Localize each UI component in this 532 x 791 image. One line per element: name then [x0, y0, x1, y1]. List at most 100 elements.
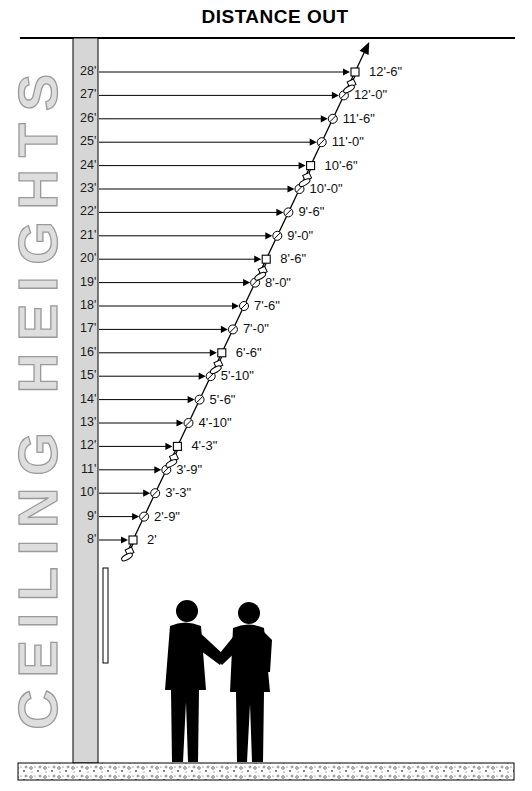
- arrowhead: [154, 466, 161, 473]
- arrowhead: [254, 256, 261, 263]
- mount-point: [195, 395, 204, 404]
- height-leader: [99, 165, 300, 166]
- ceiling-height-label: 23': [80, 182, 96, 196]
- ceiling-height-label: 27': [80, 88, 96, 102]
- fixture-mount: [307, 162, 315, 170]
- distance-label: 9'-6": [298, 205, 324, 219]
- mount-point: [317, 138, 326, 147]
- distance-label: 4'-3": [191, 439, 217, 453]
- arrowhead: [276, 209, 283, 216]
- arrowhead: [321, 115, 328, 122]
- arrowhead: [121, 536, 128, 543]
- height-arrow: [99, 256, 261, 263]
- height-leader: [99, 306, 233, 307]
- light-fixture: [121, 536, 137, 562]
- height-leader: [99, 469, 155, 470]
- height-leader: [99, 493, 144, 494]
- height-arrow: [99, 115, 328, 122]
- height-leader: [99, 95, 333, 96]
- distance-label: 9'-0": [287, 229, 313, 243]
- arrowhead: [288, 185, 295, 192]
- arrowhead: [299, 162, 306, 169]
- height-leader: [99, 142, 311, 143]
- door: [103, 568, 108, 663]
- height-arrow: [99, 490, 150, 497]
- ceiling-height-label: 22': [80, 205, 96, 219]
- height-arrow: [99, 466, 161, 473]
- mount-point: [151, 489, 160, 498]
- height-leader: [99, 516, 133, 517]
- fixture-mount: [173, 442, 181, 450]
- height-leader: [99, 212, 277, 213]
- person-head: [176, 600, 198, 622]
- fixture-lens: [298, 177, 311, 188]
- height-leader: [99, 118, 322, 119]
- mount-point: [273, 231, 282, 240]
- ceiling-height-label: 24': [80, 159, 96, 173]
- height-arrow: [99, 68, 350, 75]
- distance-label: 10'-0": [310, 182, 343, 196]
- height-arrow: [99, 139, 317, 146]
- height-leader: [99, 446, 166, 447]
- ceiling-height-label: 26': [80, 112, 96, 126]
- distance-label: 8'-0": [265, 276, 291, 290]
- ceiling-height-label: 20': [80, 252, 96, 266]
- distance-label: 12'-0": [354, 88, 387, 102]
- distance-label: 5'-10": [221, 369, 254, 383]
- distance-label: 5'-6": [210, 393, 236, 407]
- height-leader: [99, 259, 255, 260]
- height-arrow: [99, 279, 250, 286]
- arrowhead: [232, 302, 239, 309]
- ceiling-height-label: 17': [80, 322, 96, 336]
- fixture-lens: [254, 271, 267, 282]
- wall: [73, 38, 98, 763]
- fixture-mount: [262, 255, 270, 263]
- height-arrow: [99, 92, 339, 99]
- ceiling-height-label: 18': [80, 299, 96, 313]
- height-arrow: [99, 373, 206, 380]
- mount-point-slash: [186, 420, 192, 426]
- fixture-mount: [129, 536, 137, 544]
- fixture-mount: [218, 349, 226, 357]
- height-arrow: [99, 302, 239, 309]
- mount-point: [228, 325, 237, 334]
- arrowhead: [265, 232, 272, 239]
- distance-label: 3'-9": [176, 463, 202, 477]
- ceiling-height-label: 21': [80, 229, 96, 243]
- height-leader: [99, 399, 189, 400]
- mount-point: [284, 208, 293, 217]
- arrowhead: [165, 443, 172, 450]
- axis-title: CEILING HEIGHTS: [10, 62, 66, 730]
- distance-label: 3'-3": [165, 486, 191, 500]
- height-arrow: [99, 443, 172, 450]
- person-bag: [262, 630, 272, 672]
- ceiling-height-label: 10': [80, 486, 96, 500]
- fixture-mount: [351, 68, 359, 76]
- ceiling-height-label: 15': [80, 369, 96, 383]
- arrowhead: [243, 279, 250, 286]
- mount-point: [140, 512, 149, 521]
- mounting-line: [129, 50, 365, 548]
- fixture-rows: [99, 42, 369, 562]
- arrowhead: [143, 490, 150, 497]
- mount-point: [184, 419, 193, 428]
- height-leader: [99, 72, 344, 73]
- people-silhouettes: [165, 600, 272, 762]
- ceiling-height-label: 8': [87, 533, 96, 547]
- mount-point-slash: [241, 303, 247, 309]
- height-arrow: [99, 326, 228, 333]
- distance-label: 2'-9": [154, 510, 180, 524]
- height-leader: [99, 189, 289, 190]
- arrowhead: [360, 42, 370, 55]
- floor: [18, 763, 514, 780]
- arrowhead: [188, 396, 195, 403]
- height-arrow: [99, 232, 272, 239]
- mount-point-slash: [197, 397, 203, 403]
- height-arrow: [99, 396, 195, 403]
- height-leader: [99, 376, 200, 377]
- distance-label: 8'-6": [280, 252, 306, 266]
- mount-point-slash: [152, 490, 158, 496]
- height-arrow: [99, 419, 184, 426]
- arrowhead: [332, 92, 339, 99]
